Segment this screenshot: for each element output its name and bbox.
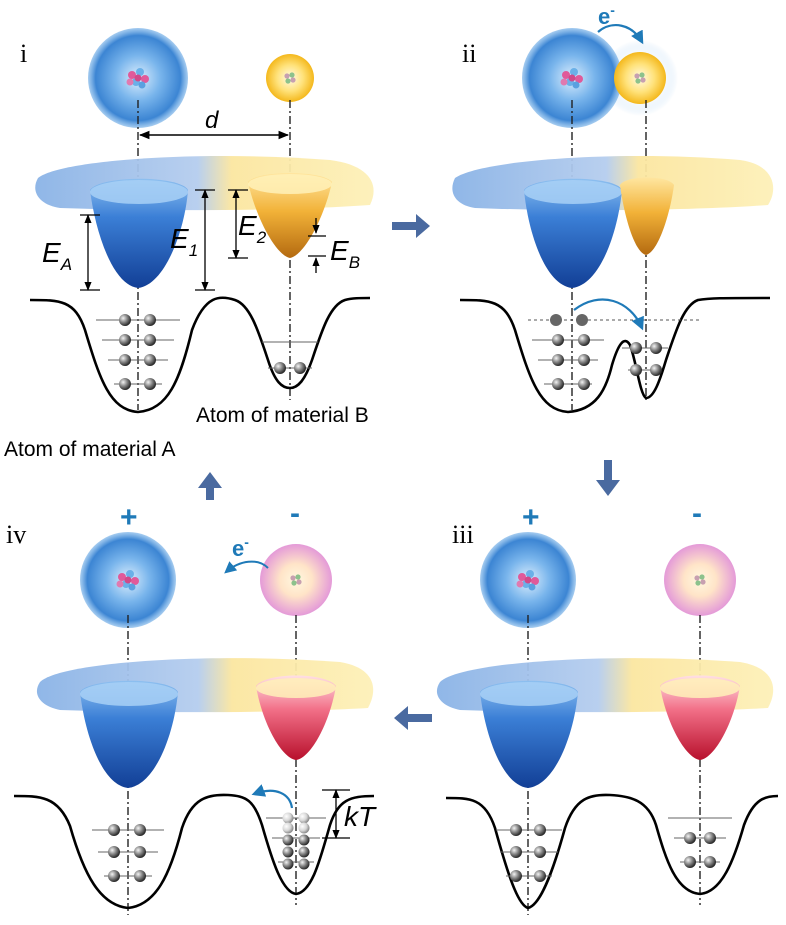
atom-b-pink-iii <box>664 544 736 616</box>
electron-tunnel-arrow <box>573 298 644 331</box>
orange-well <box>248 173 332 258</box>
charge-minus-iv: - <box>290 497 300 530</box>
atom-b-caption: Atom of material B <box>196 404 369 427</box>
blue-well <box>90 178 188 288</box>
panel-iii-label: iii <box>452 520 474 549</box>
potential-curve-iv <box>13 793 375 910</box>
arrow-i-to-ii <box>392 214 430 238</box>
panel-iv-label: iv <box>6 520 26 549</box>
blue-well-iii <box>480 680 578 788</box>
panel-iv: iv + - e- <box>6 497 377 915</box>
ea-label: EA <box>42 237 72 274</box>
arrow-iv-to-i <box>198 472 222 500</box>
atom-b-pink-iv <box>260 544 332 616</box>
electron-emit-arrow-iv <box>224 560 269 574</box>
charge-minus-iii: - <box>692 497 702 530</box>
atom-b-yellow-ii <box>614 52 666 104</box>
e1-label: E1 <box>170 223 198 260</box>
panel-ii: ii e- <box>452 2 774 414</box>
arrow-ii-to-iii <box>596 460 620 496</box>
blue-well-ii <box>524 178 622 288</box>
thermal-electrons-iv <box>282 812 310 870</box>
atom-b-yellow <box>266 54 314 102</box>
panel-i-label: i <box>20 39 27 68</box>
electron-label-iv: e- <box>232 534 249 561</box>
distance-d-label: d <box>205 107 219 134</box>
blue-well-iv <box>80 680 178 788</box>
potential-curve-i <box>29 296 371 414</box>
eb-label: EB <box>330 235 360 272</box>
charge-plus-iii: + <box>522 501 540 534</box>
electron-label-ii: e- <box>598 2 615 29</box>
energy-levels-a <box>96 319 318 385</box>
panel-i: i d EA E1 E2 <box>20 28 374 414</box>
kt-label: kT <box>344 801 377 832</box>
panel-iii: iii + - <box>436 497 779 915</box>
e2-label: E2 <box>238 210 267 247</box>
arrow-iii-to-iv <box>394 706 432 730</box>
charge-plus-iv: + <box>120 501 138 534</box>
atom-a-caption: Atom of material A <box>4 438 176 461</box>
electron-transfer-arrow-ii <box>597 24 644 45</box>
thermal-escape-arrow-iv <box>251 784 294 809</box>
potential-curve-iii <box>445 793 779 910</box>
potential-curve-ii <box>459 296 771 414</box>
panel-ii-label: ii <box>462 39 476 68</box>
orange-well-ii <box>620 177 674 255</box>
